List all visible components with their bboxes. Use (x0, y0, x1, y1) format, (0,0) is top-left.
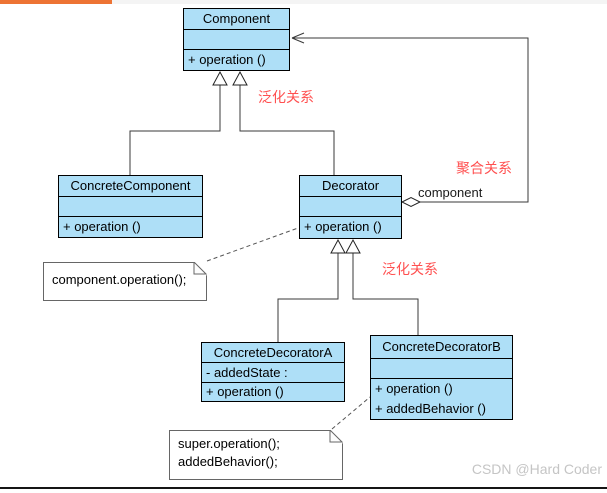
class-concrete-decorator-a: ConcreteDecoratorA - addedState : + oper… (201, 342, 345, 402)
note-decorator-b-line1: super.operation(); (178, 436, 280, 451)
class-concrete-component-operation: + operation () (63, 219, 141, 234)
generalization-arrow-decorator-b (345, 238, 361, 254)
class-component: Component + operation () (183, 8, 290, 71)
note-fold-icon (329, 430, 343, 444)
class-component-operation: + operation () (188, 52, 266, 67)
class-component-attributes (184, 30, 289, 50)
orange-accent-bar (0, 0, 112, 4)
class-concrete-component-attributes (59, 197, 202, 217)
class-component-title: Component (184, 9, 289, 30)
generalization-line-decorator-a (277, 253, 339, 342)
class-concrete-decorator-b-title: ConcreteDecoratorB (371, 336, 512, 359)
class-concrete-decorator-a-operation: + operation () (206, 384, 284, 399)
class-concrete-decorator-a-title: ConcreteDecoratorA (202, 343, 344, 363)
generalization-arrow-decorator-a (330, 238, 346, 254)
class-decorator-operation: + operation () (304, 219, 382, 234)
generalization-line-concretecomponent (129, 85, 221, 175)
note-component-operation-text: component.operation(); (52, 272, 187, 287)
class-concrete-component: ConcreteComponent + operation () (58, 175, 203, 238)
label-association-role-component: component (418, 185, 483, 200)
csdn-watermark: CSDN @Hard Coder (471, 461, 602, 477)
class-concrete-decorator-b-operation-1: + operation () (375, 381, 453, 396)
class-concrete-decorator-b: ConcreteDecoratorB + operation () + adde… (370, 335, 513, 420)
note-component-operation: component.operation(); (43, 262, 207, 301)
class-concrete-decorator-a-attribute: - addedState : (202, 363, 344, 383)
label-generalization-top: 泛化关系 (258, 89, 314, 105)
class-decorator: Decorator + operation () (299, 175, 402, 239)
note-link-component-operation (206, 227, 299, 262)
label-generalization-bottom: 泛化关系 (382, 261, 438, 277)
note-decorator-b-line2: addedBehavior(); (178, 454, 278, 469)
generalization-arrow-concretecomponent (212, 70, 228, 86)
class-decorator-title: Decorator (300, 176, 401, 197)
note-fold-icon (193, 262, 207, 276)
top-strip (0, 0, 607, 4)
aggregation-open-arrowhead (291, 32, 305, 44)
bottom-divider (0, 487, 607, 489)
label-aggregation: 聚合关系 (456, 160, 512, 176)
class-concrete-decorator-b-attributes (371, 359, 512, 379)
note-decorator-b: super.operation(); addedBehavior(); (169, 430, 343, 480)
class-concrete-component-title: ConcreteComponent (59, 176, 202, 197)
class-decorator-attributes (300, 197, 401, 217)
generalization-arrow-decorator (232, 70, 248, 86)
class-concrete-decorator-b-operation-2: + addedBehavior () (375, 401, 486, 416)
